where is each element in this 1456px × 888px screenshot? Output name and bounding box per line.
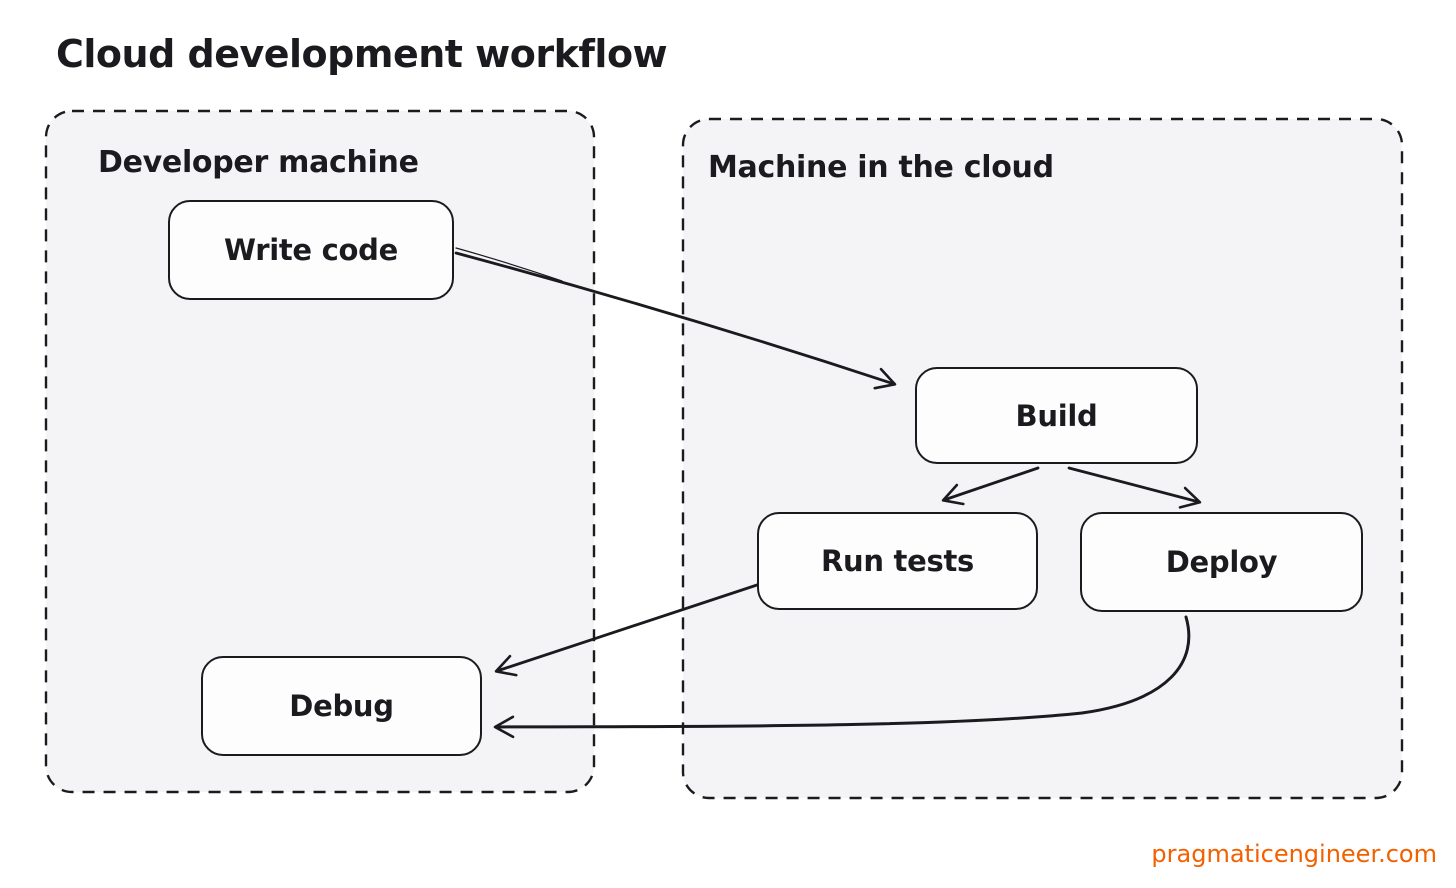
node-label: Build	[1015, 398, 1098, 433]
page-title: Cloud development workflow	[56, 32, 668, 76]
node-run-tests: Run tests	[757, 512, 1038, 610]
node-build: Build	[915, 367, 1198, 464]
node-label: Write code	[224, 233, 398, 267]
container-label-machine-in-the-cloud: Machine in the cloud	[708, 150, 1054, 185]
node-label: Run tests	[821, 544, 974, 578]
node-deploy: Deploy	[1080, 512, 1363, 612]
container-label-developer-machine: Developer machine	[98, 145, 419, 180]
node-write-code: Write code	[168, 200, 454, 300]
node-debug: Debug	[201, 656, 482, 756]
node-label: Debug	[289, 689, 394, 723]
node-label: Deploy	[1165, 545, 1278, 579]
footer-link[interactable]: pragmaticengineer.com	[1151, 840, 1437, 868]
